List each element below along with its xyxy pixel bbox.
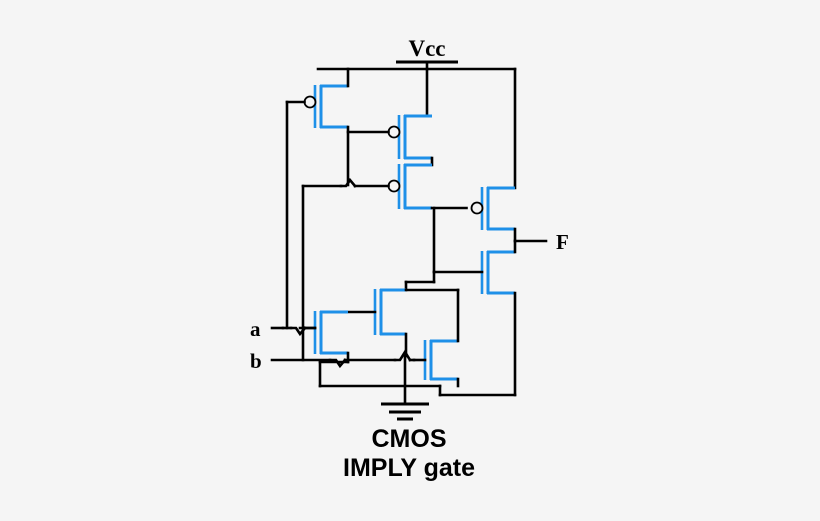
input-label-b: b [250, 349, 262, 373]
power-label-vcc: Vcc [408, 36, 445, 61]
input-a-net [270, 100, 317, 337]
transistor-p2-pmos [346, 114, 434, 187]
p4-gate-bubble-icon [470, 201, 484, 215]
ground-net [381, 354, 429, 421]
b-net-hop-1 [328, 358, 347, 369]
input-label-a: a [250, 317, 261, 341]
p1-gate-bubble-icon [303, 95, 317, 109]
transistor-n2-nmos [346, 288, 408, 358]
p3-gate-hop-marker [339, 177, 357, 188]
p2-gate-bubble-icon [387, 125, 401, 139]
caption-line-1: CMOS [372, 425, 447, 453]
output-label-f: F [556, 230, 569, 254]
vcc-net [316, 60, 517, 190]
caption-line-2: IMPLY gate [343, 454, 475, 482]
transistor-p4-pmos [470, 186, 517, 243]
transistor-p1-pmos [285, 67, 350, 129]
transistor-n4-nmos [432, 239, 517, 397]
a-net-hop-1 [289, 326, 307, 337]
b-net-hop-2 [393, 349, 412, 362]
transistor-n3-nmos [404, 288, 517, 397]
transistor-p3-pmos [301, 163, 468, 210]
output-net-f: F [513, 230, 569, 254]
p3-gate-bubble-icon [387, 179, 401, 193]
